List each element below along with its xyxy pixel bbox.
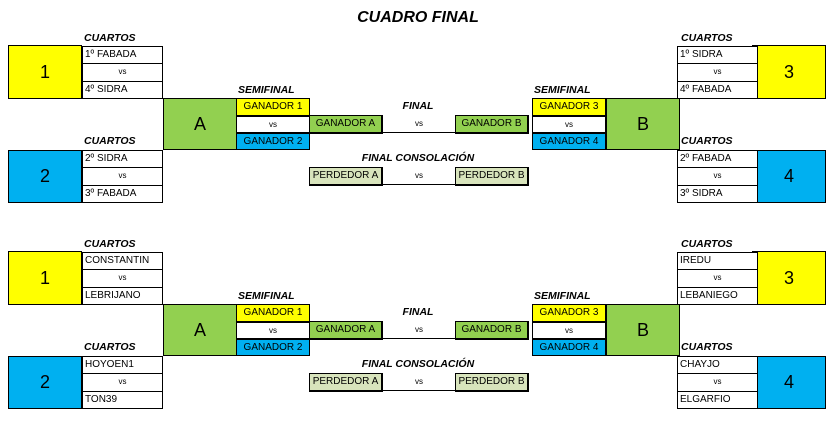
match-2-bottom: 3º FABADA [82,185,163,203]
final-left: GANADOR A [309,115,383,134]
semifinal-a-box: A [163,98,237,150]
cuartos-label: CUARTOS [84,135,136,147]
semifinal-b-top: GANADOR 3 [532,98,606,116]
semifinal-b-box: B [606,304,680,356]
match-4-top: CHAYJO [677,356,758,374]
match-4-vs: vs [677,373,758,392]
semifinal-a-top: GANADOR 1 [236,304,310,322]
consolation-left: PERDEDOR A [309,167,383,186]
seed-box-1: 1 [8,45,82,99]
semifinal-b-box: B [606,98,680,150]
page-title: CUADRO FINAL [357,9,479,26]
match-4-top: 2º FABADA [677,150,758,168]
semifinal-a-bottom: GANADOR 2 [236,133,310,150]
match-1-bottom: 4º SIDRA [82,81,163,99]
match-3-vs: vs [677,269,758,288]
cuartos-label: CUARTOS [84,32,136,44]
consolation-right: PERDEDOR B [455,373,529,392]
match-1-vs: vs [82,63,163,82]
consolation-line [383,184,455,185]
final-vs: vs [415,325,423,334]
semifinal-a-box: A [163,304,237,356]
final-label: FINAL [402,100,434,112]
consolation-vs: vs [415,377,423,386]
semifinal-b-vs: vs [532,116,606,133]
semifinal-b-bottom: GANADOR 4 [532,133,606,150]
match-4-vs: vs [677,167,758,186]
final-vs: vs [415,119,423,128]
final-right: GANADOR B [455,115,529,134]
semifinal-b-vs: vs [532,322,606,339]
match-3-top: IREDU [677,252,758,270]
cuartos-label: CUARTOS [84,341,136,353]
seed-box-4: 4 [752,150,826,203]
consolation-label: FINAL CONSOLACIÓN [361,358,475,370]
consolation-label: FINAL CONSOLACIÓN [361,152,475,164]
seed-box-3: 3 [752,45,826,99]
match-2-vs: vs [82,373,163,392]
cuartos-label: CUARTOS [681,341,733,353]
semifinal-a-vs: vs [236,116,310,133]
semifinal-b-bottom: GANADOR 4 [532,339,606,356]
match-3-bottom: 4º FABADA [677,81,758,99]
match-1-top: CONSTANTIN [82,252,163,270]
semifinal-a-top: GANADOR 1 [236,98,310,116]
consolation-right: PERDEDOR B [455,167,529,186]
final-left: GANADOR A [309,321,383,340]
match-3-top: 1º SIDRA [677,46,758,64]
match-1-top: 1º FABADA [82,46,163,64]
semifinal-a-bottom: GANADOR 2 [236,339,310,356]
match-1-vs: vs [82,269,163,288]
cuartos-label: CUARTOS [681,238,733,250]
final-label: FINAL [402,306,434,318]
semifinal-label: SEMIFINAL [238,84,295,96]
cuartos-label: CUARTOS [681,135,733,147]
cuartos-label: CUARTOS [681,32,733,44]
semifinal-label: SEMIFINAL [534,290,591,302]
consolation-vs: vs [415,171,423,180]
cuartos-label: CUARTOS [84,238,136,250]
seed-box-3: 3 [752,251,826,305]
semifinal-label: SEMIFINAL [238,290,295,302]
match-4-bottom: ELGARFIO [677,391,758,409]
match-1-bottom: LEBRIJANO [82,287,163,305]
match-2-vs: vs [82,167,163,186]
final-line [383,338,455,339]
seed-box-2: 2 [8,356,82,409]
semifinal-label: SEMIFINAL [534,84,591,96]
final-right: GANADOR B [455,321,529,340]
match-4-bottom: 3º SIDRA [677,185,758,203]
seed-box-1: 1 [8,251,82,305]
consolation-line [383,390,455,391]
seed-box-4: 4 [752,356,826,409]
semifinal-b-top: GANADOR 3 [532,304,606,322]
match-2-top: 2º SIDRA [82,150,163,168]
final-line [383,132,455,133]
consolation-left: PERDEDOR A [309,373,383,392]
match-3-bottom: LEBANIEGO [677,287,758,305]
match-2-top: HOYOEN1 [82,356,163,374]
semifinal-a-vs: vs [236,322,310,339]
match-2-bottom: TON39 [82,391,163,409]
match-3-vs: vs [677,63,758,82]
seed-box-2: 2 [8,150,82,203]
